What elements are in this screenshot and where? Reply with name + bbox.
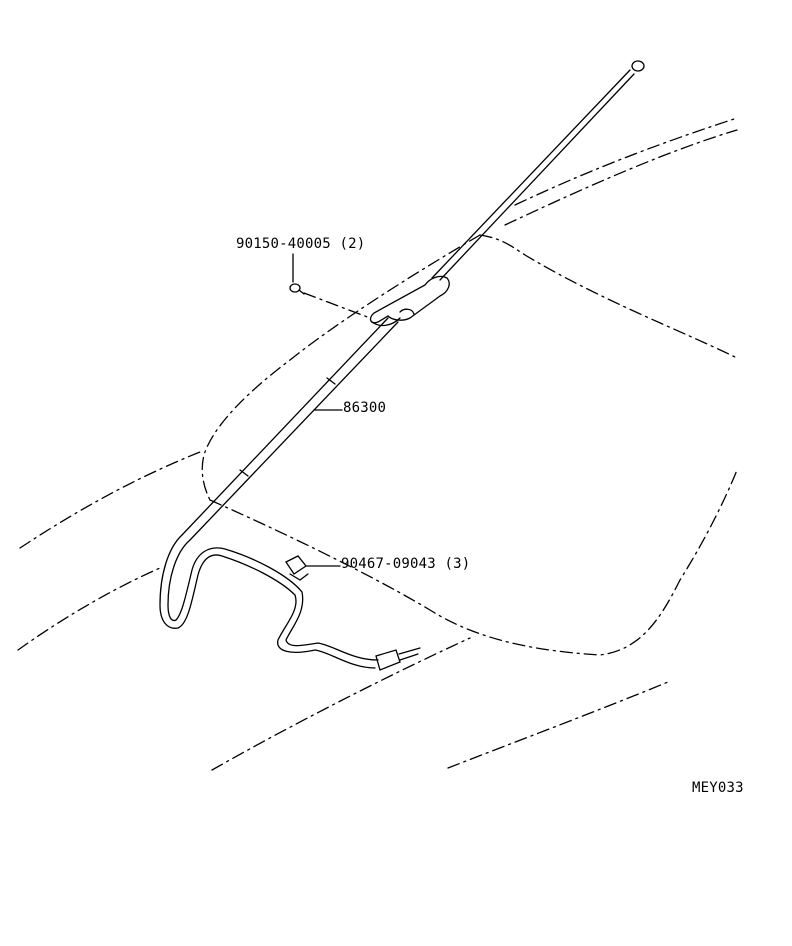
screw-part-number: 90150-40005 (2) [236,236,366,252]
pillar-rail-outer [181,317,389,536]
rocker-line [447,681,669,769]
roof-line-upper [514,117,738,206]
screw-leader-line [303,292,371,319]
cowl-line [209,469,738,656]
fender-lower-line [17,567,161,651]
antenna-base [369,275,450,324]
antenna-base-detail [399,308,415,315]
antenna-assembly [159,60,645,671]
hood-left-line [19,451,201,549]
rail-joint-2 [239,469,249,477]
clamp-part-number: 90467-09043 (3) [341,556,471,572]
antenna-cable-inner [167,539,379,661]
antenna-cable [159,534,376,669]
clamp-part [285,555,341,581]
screw-shank [298,289,305,295]
antenna-mast-inner [439,73,635,281]
roof-line-lower [504,129,738,226]
screw-part [289,253,305,295]
antenna-mast [431,69,631,279]
rail-joint-1 [326,377,336,385]
clamp-body [285,555,307,575]
figure-code: MEY033 [692,780,744,796]
antenna-plug [375,649,401,671]
a-pillar-line [201,234,481,501]
antenna-tip [631,60,645,72]
antenna-base-lip [371,317,401,327]
roof-rear-curve [479,234,738,359]
vehicle-body-outline [17,117,738,771]
door-lower-line [211,637,471,771]
screw-head [289,283,301,293]
antenna-part-number: 86300 [343,400,387,416]
pillar-rail-inner [189,321,399,541]
clamp-foot [289,573,309,581]
antenna-plug-pin [398,647,421,661]
